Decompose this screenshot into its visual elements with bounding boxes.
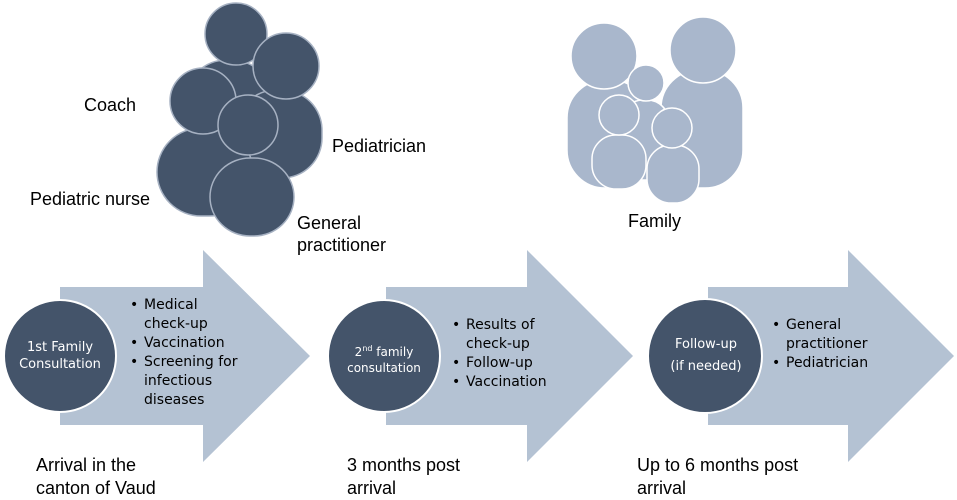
person-icon-nurse <box>209 94 295 237</box>
stage-circle-3 <box>647 298 763 414</box>
stage-1-circle-line1: 1st Family <box>26 340 94 355</box>
stage-3-circle-line1: Follow-up <box>675 337 737 352</box>
stage-2-circle-sup: nd <box>362 344 373 353</box>
stage-3-timing: Up to 6 months post arrival <box>637 454 798 500</box>
stage-2-timing: 3 months post arrival <box>347 454 460 500</box>
general-practitioner-label: General practitioner <box>297 212 386 256</box>
care-team-icon <box>156 2 323 237</box>
family-label: Family <box>628 211 681 231</box>
pediatrician-label: Pediatrician <box>332 136 427 156</box>
stage-2-bullet: Results of check-up <box>450 316 560 354</box>
stage-2-timing-line2: arrival <box>347 478 397 498</box>
general-practitioner-line1: General <box>297 213 362 233</box>
stage-2-circle-rest: family <box>372 345 414 359</box>
pediatric-nurse-label: Pediatric nurse <box>30 189 151 209</box>
stage-3-bullet: Pediatrician <box>770 354 880 373</box>
stage-circle-1 <box>3 299 117 413</box>
child-icon-left <box>591 94 647 190</box>
child-icon-right <box>646 107 700 204</box>
stage-1-bullet: Vaccination <box>128 334 238 353</box>
stage-3-bullets: General practitioner Pediatrician <box>770 316 880 373</box>
stage-3-circle-line2: (if needed) <box>670 359 742 374</box>
family-icon <box>566 16 744 204</box>
stage-2-bullet: Follow-up <box>450 354 560 373</box>
stage-1-circle-text: 1st Family Consultation <box>4 339 116 373</box>
stage-circle-2 <box>327 299 441 413</box>
stage-3-bullet: General practitioner <box>770 316 880 354</box>
stage-1-bullet: Screening for infectious diseases <box>128 353 238 410</box>
stage-2-circle-text: 2nd family consultation <box>328 341 440 376</box>
stage-3-timing-line1: Up to 6 months post <box>637 455 799 475</box>
coach-label: Coach <box>84 95 137 115</box>
stage-2-timing-line1: 3 months post <box>347 455 461 475</box>
stage-1-circle-line2: Consultation <box>19 357 101 372</box>
stage-3-circle-text: Follow-up (if needed) <box>650 334 762 378</box>
stage-1-timing: Arrival in the canton of Vaud <box>36 454 156 500</box>
stage-2-bullets: Results of check-up Follow-up Vaccinatio… <box>450 316 560 392</box>
stage-3-timing-line2: arrival <box>637 478 687 498</box>
stage-2-circle-num: 2 <box>354 345 363 359</box>
stage-1-timing-line1: Arrival in the <box>36 455 137 475</box>
stage-2-bullet: Vaccination <box>450 373 560 392</box>
stage-2-circle-line2: consultation <box>347 361 421 375</box>
stage-1-bullet: Medical check-up <box>128 296 238 334</box>
stage-1-timing-line2: canton of Vaud <box>36 478 156 498</box>
stage-1-bullets: Medical check-up Vaccination Screening f… <box>128 296 238 410</box>
general-practitioner-line2: practitioner <box>297 235 387 255</box>
